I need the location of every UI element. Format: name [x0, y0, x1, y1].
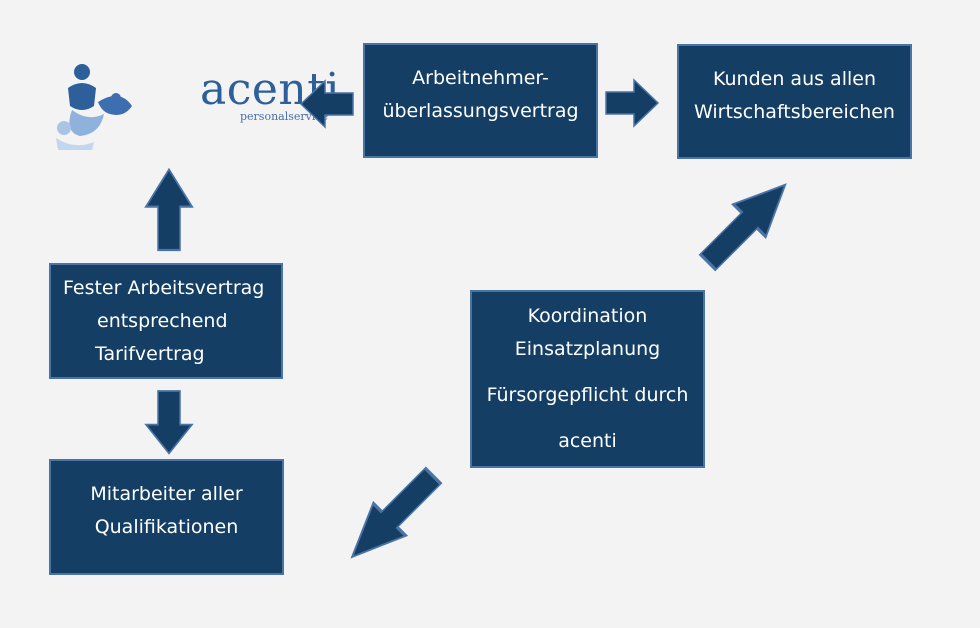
- box-line: Arbeitnehmer-: [412, 67, 549, 89]
- box-line: acenti: [558, 430, 617, 452]
- box-line: Tarifvertrag: [95, 343, 205, 365]
- box-line: Wirtschaftsbereichen: [694, 101, 895, 123]
- arrow-employment-to-employees: [145, 390, 193, 455]
- box-line: Mitarbeiter aller: [90, 483, 243, 505]
- box-employment-contract: Fester Arbeitsvertrag entsprechend Tarif…: [49, 263, 283, 379]
- box-line: Fürsorgepflicht durch: [486, 384, 689, 406]
- box-line: entsprechend: [97, 310, 228, 332]
- box-line: Einsatzplanung: [514, 338, 661, 360]
- box-employees: Mitarbeiter aller Qualifikationen: [49, 459, 284, 575]
- box-coordination: Koordination Einsatzplanung Fürsorgepfli…: [470, 290, 705, 468]
- box-line: Koordination: [527, 305, 648, 327]
- box-line: überlassungsvertrag: [382, 100, 579, 122]
- logo-tagline: personalservice: [240, 110, 329, 123]
- arrow-contract-to-customers: [605, 79, 659, 127]
- box-line: Fester Arbeitsvertrag: [63, 277, 265, 299]
- arrow-contract-to-logo: [300, 80, 354, 128]
- box-employee-leasing-contract: Arbeitnehmer- überlassungsvertrag: [363, 43, 598, 158]
- box-line: Qualifikationen: [94, 516, 239, 538]
- box-customers: Kunden aus allen Wirtschaftsbereichen: [677, 44, 912, 159]
- arrow-employment-to-logo: [144, 168, 194, 252]
- people-emblem-icon: [56, 64, 132, 150]
- arrow-coordination-to-employees: [334, 458, 451, 575]
- arrow-coordination-to-customers: [690, 167, 803, 280]
- box-line: Kunden aus allen: [713, 68, 876, 90]
